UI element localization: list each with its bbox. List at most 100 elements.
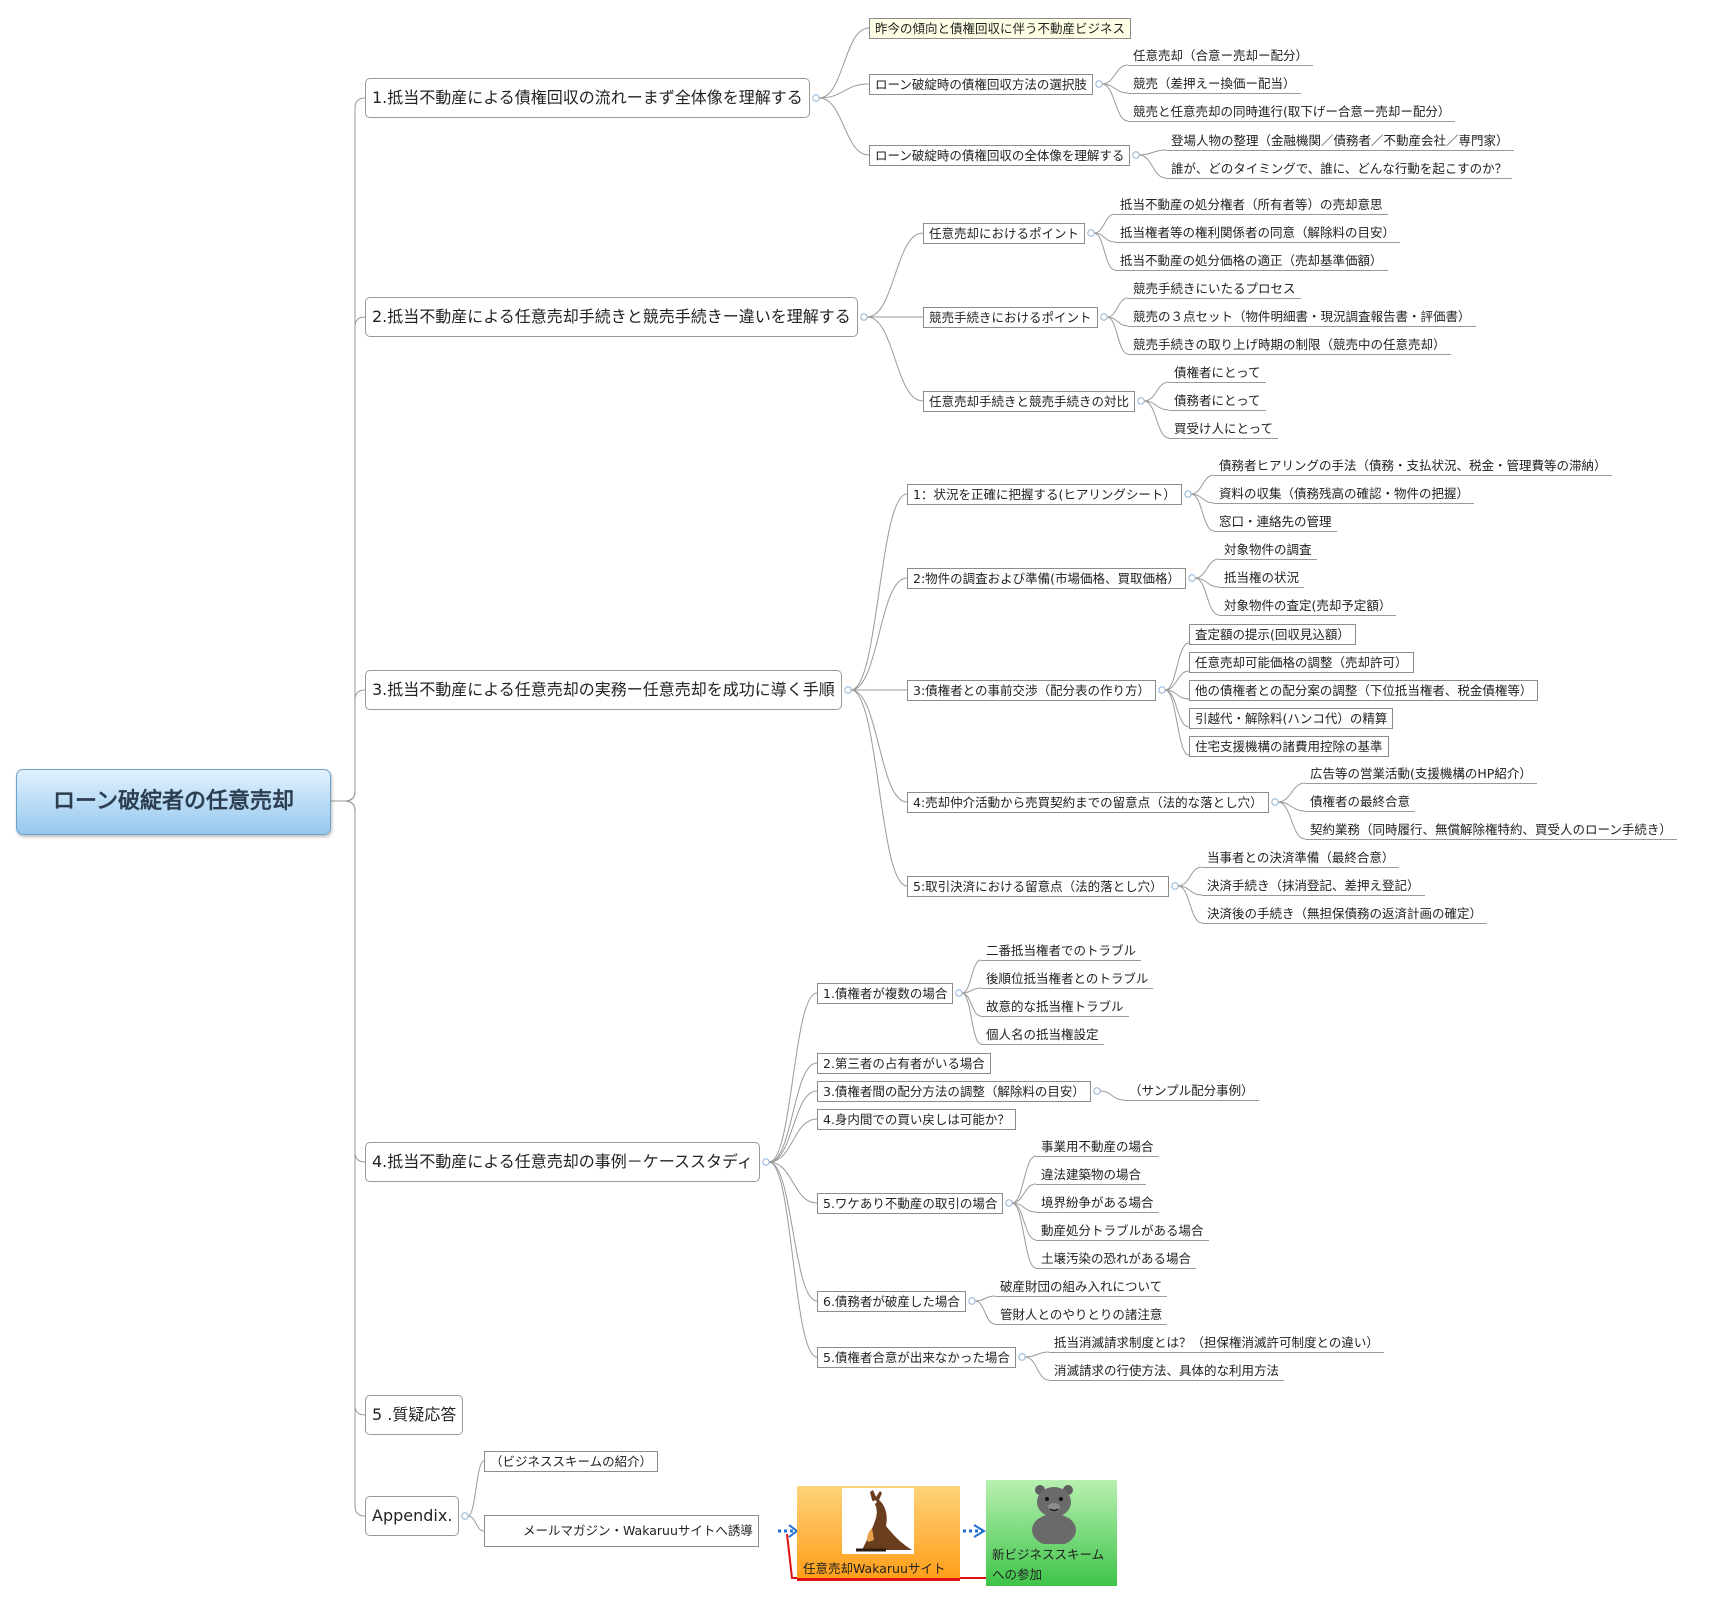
leaf-3-2-2[interactable]: 抵当権の状況: [1219, 568, 1305, 588]
leaf-4-6-2[interactable]: 管財人とのやりとりの諸注意: [995, 1305, 1168, 1325]
connector-leaf-3-5-1: [1177, 866, 1203, 887]
connector-topic-2-1: [866, 232, 924, 318]
collapse-toggle-icon[interactable]: [1005, 1199, 1013, 1207]
subtopic-2-1[interactable]: 任意売却におけるポイント: [923, 222, 1086, 244]
collapse-toggle-icon[interactable]: [1093, 1087, 1101, 1095]
wakaruu-site-label: 任意売却Wakaruuサイト: [803, 1561, 946, 1576]
collapse-toggle-icon[interactable]: [1158, 686, 1166, 694]
collapse-toggle-icon[interactable]: [968, 1297, 976, 1305]
subtopic-1-1[interactable]: 昨今の傾向と債権回収に伴う不動産ビジネス: [869, 17, 1132, 39]
collapse-toggle-icon[interactable]: [844, 686, 852, 694]
leaf-3-1-2[interactable]: 資料の収集（債務残高の確認・物件の把握）: [1214, 484, 1475, 504]
subtopic-4-4[interactable]: 4.身内間での買い戻しは可能か？: [817, 1108, 1016, 1130]
subtopic-4-2[interactable]: 2.第三者の占有者がいる場合: [817, 1052, 991, 1074]
main-topic-2[interactable]: 2.抵当不動産による任意売却手続きと競売手続きー違いを理解する: [365, 297, 858, 337]
main-topic-4[interactable]: 4.抵当不動産による任意売却の事例－ケーススタディ: [365, 1142, 760, 1182]
leaf-3-2-1[interactable]: 対象物件の調査: [1219, 540, 1317, 560]
leaf-1-3-1[interactable]: 登場人物の整理（金融機関／債務者／不動産会社／専門家）: [1166, 131, 1514, 151]
collapse-toggle-icon[interactable]: [1171, 882, 1179, 890]
collapse-toggle-icon[interactable]: [461, 1512, 469, 1520]
leaf-4-1-3[interactable]: 故意的な抵当権トラブル: [981, 997, 1129, 1017]
subtopic-6-2[interactable]: メールマガジン・Wakaruuサイトへ誘導: [484, 1515, 759, 1547]
subtopic-3-4[interactable]: 4:売却仲介活動から売買契約までの留意点（法的な落とし穴）: [907, 791, 1269, 813]
collapse-toggle-icon[interactable]: [1095, 80, 1103, 88]
leaf-3-5-3[interactable]: 決済後の手続き（無担保債務の返済計画の確定）: [1202, 904, 1488, 924]
leaf-3-5-2[interactable]: 決済手続き（抹消登記、差押え登記）: [1202, 876, 1425, 896]
leaf-4-7-1[interactable]: 抵当消滅請求制度とは？（担保権消滅許可制度との違い）: [1049, 1333, 1384, 1353]
central-topic[interactable]: ローン破綻者の任意売却: [16, 769, 331, 835]
main-topic-5[interactable]: 5 .質疑応答: [365, 1395, 464, 1435]
leaf-1-2-3[interactable]: 競売と任意売却の同時進行(取下げー合意ー売却ー配分）: [1128, 102, 1456, 122]
main-topic-3[interactable]: 3.抵当不動産による任意売却の実務ー任意売却を成功に導く手順: [365, 670, 842, 710]
leaf-4-5-3[interactable]: 境界紛争がある場合: [1036, 1193, 1159, 1213]
subtopic-4-6[interactable]: 6.債務者が破産した場合: [817, 1290, 966, 1312]
collapse-toggle-icon[interactable]: [1087, 229, 1095, 237]
leaf-2-2-1[interactable]: 競売手続きにいたるプロセス: [1128, 279, 1301, 299]
subtopic-3-3[interactable]: 3:債権者との事前交渉（配分表の作り方）: [907, 679, 1157, 701]
leaf-3-3-5[interactable]: 住宅支援機構の諸費用控除の基準: [1189, 735, 1389, 757]
leaf-2-3-3[interactable]: 買受け人にとって: [1169, 419, 1279, 439]
leaf-2-2-3[interactable]: 競売手続きの取り上げ時期の制限（競売中の任意売却）: [1128, 335, 1451, 355]
subtopic-1-3[interactable]: ローン破綻時の債権回収の全体像を理解する: [869, 144, 1131, 166]
subtopic-6-1[interactable]: （ビジネススキームの紹介）: [484, 1450, 659, 1472]
leaf-3-5-1[interactable]: 当事者との決済準備（最終合意）: [1202, 848, 1400, 868]
leaf-2-1-3[interactable]: 抵当不動産の処分価格の適正（売却基準価額）: [1115, 251, 1388, 271]
subtopic-3-5[interactable]: 5:取引決済における留意点（法的落とし穴）: [907, 875, 1169, 897]
leaf-1-2-2[interactable]: 競売（差押えー換価ー配当）: [1128, 74, 1301, 94]
leaf-4-6-1[interactable]: 破産財団の組み入れについて: [995, 1277, 1168, 1297]
subtopic-4-3[interactable]: 3.債権者間の配分方法の調整（解除料の目安）: [817, 1080, 1091, 1102]
connector-topic-2-3: [866, 316, 924, 402]
leaf-2-3-1[interactable]: 債権者にとって: [1169, 363, 1266, 383]
subtopic-3-1[interactable]: 1：状況を正確に把握する(ヒアリングシート）: [907, 483, 1182, 505]
collapse-toggle-icon[interactable]: [1100, 313, 1108, 321]
leaf-3-1-3[interactable]: 窓口・連絡先の管理: [1214, 512, 1337, 532]
collapse-toggle-icon[interactable]: [1132, 151, 1140, 159]
wakaruu-site-node[interactable]: 任意売却Wakaruuサイト: [797, 1486, 960, 1581]
leaf-1-2-1[interactable]: 任意売却（合意ー売却ー配分）: [1128, 46, 1314, 66]
leaf-4-1-2[interactable]: 後順位抵当権者とのトラブル: [981, 969, 1154, 989]
collapse-toggle-icon[interactable]: [1188, 574, 1196, 582]
leaf-4-3-1[interactable]: （サンプル配分事例）: [1124, 1081, 1259, 1101]
subtopic-4-5[interactable]: 5.ワケあり不動産の取引の場合: [817, 1192, 1004, 1214]
collapse-toggle-icon[interactable]: [1018, 1353, 1026, 1361]
collapse-toggle-icon[interactable]: [1271, 798, 1279, 806]
leaf-3-3-2[interactable]: 任意売却可能価格の調整（売却許可）: [1189, 651, 1414, 673]
leaf-3-3-3[interactable]: 他の債権者との配分案の調整（下位抵当権者、税金債権等）: [1189, 679, 1539, 701]
leaf-3-1-1[interactable]: 債務者ヒアリングの手法（債務・支払状況、税金・管理費等の滞納）: [1214, 456, 1612, 476]
subtopic-3-2[interactable]: 2:物件の調査および準備(市場価格、買取価格）: [907, 567, 1187, 589]
leaf-3-3-4[interactable]: 引越代・解除料(ハンコ代）の精算: [1189, 707, 1394, 729]
subtopic-2-3[interactable]: 任意売却手続きと競売手続きの対比: [923, 390, 1136, 412]
main-topic-1[interactable]: 1.抵当不動産による債権回収の流れーまず全体像を理解する: [365, 78, 810, 118]
leaf-3-2-3[interactable]: 対象物件の査定(売却予定額）: [1219, 596, 1397, 616]
leaf-3-3-1[interactable]: 査定額の提示(回収見込額）: [1189, 623, 1356, 645]
collapse-toggle-icon[interactable]: [955, 989, 963, 997]
collapse-toggle-icon[interactable]: [812, 94, 820, 102]
leaf-2-3-2[interactable]: 債務者にとって: [1169, 391, 1266, 411]
leaf-4-5-4[interactable]: 動産処分トラブルがある場合: [1036, 1221, 1209, 1241]
collapse-toggle-icon[interactable]: [1184, 490, 1192, 498]
leaf-4-5-1[interactable]: 事業用不動産の場合: [1036, 1137, 1159, 1157]
subtopic-2-2[interactable]: 競売手続きにおけるポイント: [923, 306, 1098, 328]
collapse-toggle-icon[interactable]: [860, 313, 868, 321]
main-topic-6[interactable]: Appendix.: [365, 1496, 460, 1536]
leaf-4-1-4[interactable]: 個人名の抵当権設定: [981, 1025, 1104, 1045]
new-scheme-node[interactable]: 新ビジネススキーム への参加: [986, 1480, 1117, 1586]
leaf-4-5-2[interactable]: 違法建築物の場合: [1036, 1165, 1147, 1185]
leaf-4-1-1[interactable]: 二番抵当権者でのトラブル: [981, 941, 1142, 961]
leaf-3-4-1[interactable]: 広告等の営業活動(支援機構のHP紹介）: [1305, 764, 1537, 784]
subtopic-4-7[interactable]: 5.債権者合意が出来なかった場合: [817, 1346, 1016, 1368]
leaf-3-4-3[interactable]: 契約業務（同時履行、無償解除権特約、買受人のローン手続き）: [1305, 820, 1677, 840]
leaf-2-1-2[interactable]: 抵当権者等の権利関係者の同意（解除料の目安）: [1115, 223, 1401, 243]
leaf-3-4-2[interactable]: 債権者の最終合意: [1305, 792, 1416, 812]
leaf-4-5-5[interactable]: 土壌汚染の恐れがある場合: [1036, 1249, 1197, 1269]
new-scheme-label-line1: 新ビジネススキーム: [992, 1547, 1105, 1562]
leaf-1-3-2[interactable]: 誰が、どのタイミングで、誰に、どんな行動を起こすのか？: [1166, 159, 1513, 179]
collapse-toggle-icon[interactable]: [762, 1158, 770, 1166]
connector-topic-4-3: [768, 1090, 818, 1163]
collapse-toggle-icon[interactable]: [1137, 397, 1145, 405]
subtopic-4-1[interactable]: 1.債権者が複数の場合: [817, 982, 954, 1004]
subtopic-1-2[interactable]: ローン破綻時の債権回収方法の選択肢: [869, 73, 1093, 95]
leaf-2-2-2[interactable]: 競売の３点セット（物件明細書・現況調査報告書・評価書）: [1128, 307, 1476, 327]
leaf-4-7-2[interactable]: 消滅請求の行使方法、具体的な利用方法: [1049, 1361, 1285, 1381]
leaf-2-1-1[interactable]: 抵当不動産の処分権者（所有者等）の売却意思: [1115, 195, 1388, 215]
